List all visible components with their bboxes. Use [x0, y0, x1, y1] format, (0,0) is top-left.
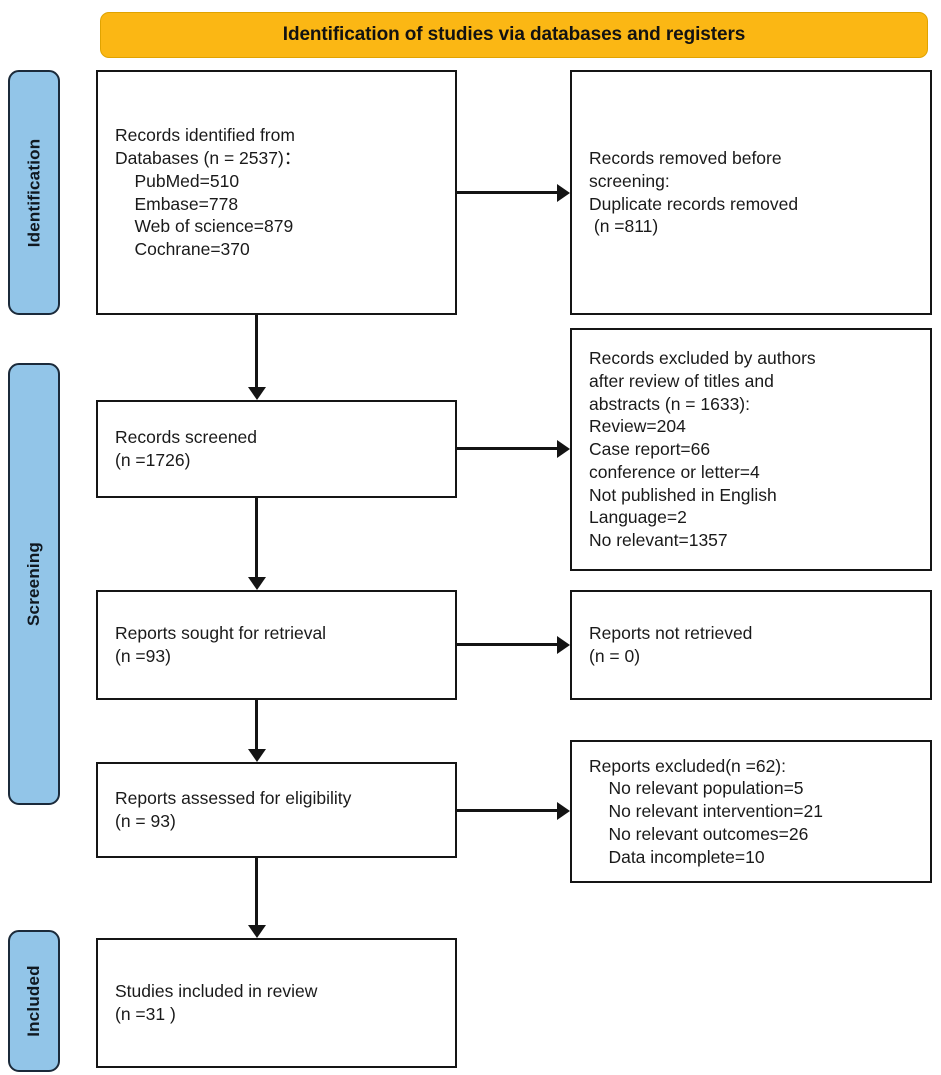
arrowhead-sought-to-assessed	[247, 749, 266, 762]
arrowhead-screened-to-excluded	[557, 439, 570, 458]
stage-label-identification-text: Identification	[24, 138, 44, 247]
connector-identified-to-removed	[457, 191, 557, 194]
arrowhead-identified-to-removed	[557, 183, 570, 202]
node-reports-assessed-text: Reports assessed for eligibility (n = 93…	[115, 788, 352, 831]
node-reports-not-retrieved: Reports not retrieved (n = 0)	[570, 590, 932, 700]
node-records-screened: Records screened (n =1726)	[96, 400, 457, 498]
connector-assessed-to-included	[255, 858, 258, 925]
connector-screened-to-sought	[255, 498, 258, 577]
node-records-identified: Records identified from Databases (n = 2…	[96, 70, 457, 315]
stage-label-identification: Identification	[8, 70, 60, 315]
diagram-header-banner: Identification of studies via databases …	[100, 12, 928, 58]
node-records-excluded: Records excluded by authors after review…	[570, 328, 932, 571]
connector-screened-to-excluded	[457, 447, 557, 450]
arrowhead-assessed-to-included	[247, 925, 266, 938]
node-studies-included: Studies included in review (n =31 )	[96, 938, 457, 1068]
connector-sought-to-not-retrieved	[457, 643, 557, 646]
stage-label-screening-text: Screening	[24, 542, 43, 626]
connector-sought-to-assessed	[255, 700, 258, 749]
stage-label-included-text: Included	[24, 965, 43, 1037]
node-reports-excluded-text: Reports excluded(n =62): No relevant pop…	[589, 755, 823, 867]
arrowhead-identified-to-screened	[247, 387, 266, 400]
node-reports-sought: Reports sought for retrieval (n =93)	[96, 590, 457, 700]
node-records-removed-text: Records removed before screening: Duplic…	[589, 148, 799, 237]
node-records-removed: Records removed before screening: Duplic…	[570, 70, 932, 315]
connector-identified-to-screened	[255, 315, 258, 387]
node-reports-excluded: Reports excluded(n =62): No relevant pop…	[570, 740, 932, 883]
diagram-title: Identification of studies via databases …	[282, 24, 746, 45]
arrowhead-screened-to-sought	[247, 577, 266, 590]
node-records-screened-text: Records screened (n =1726)	[115, 427, 258, 470]
node-reports-sought-text: Reports sought for retrieval (n =93)	[115, 623, 327, 666]
node-reports-assessed: Reports assessed for eligibility (n = 93…	[96, 762, 457, 858]
node-records-identified-text: Records identified from Databases (n = 2…	[115, 125, 302, 259]
arrowhead-sought-to-not-retrieved	[557, 635, 570, 654]
stage-label-screening: Screening	[8, 363, 60, 805]
stage-label-included: Included	[8, 930, 60, 1072]
arrowhead-assessed-to-reports-excluded	[557, 801, 570, 820]
node-records-excluded-text: Records excluded by authors after review…	[589, 348, 816, 551]
node-reports-not-retrieved-text: Reports not retrieved (n = 0)	[589, 623, 753, 666]
node-studies-included-text: Studies included in review (n =31 )	[115, 981, 318, 1024]
connector-assessed-to-reports-excluded	[457, 809, 557, 812]
